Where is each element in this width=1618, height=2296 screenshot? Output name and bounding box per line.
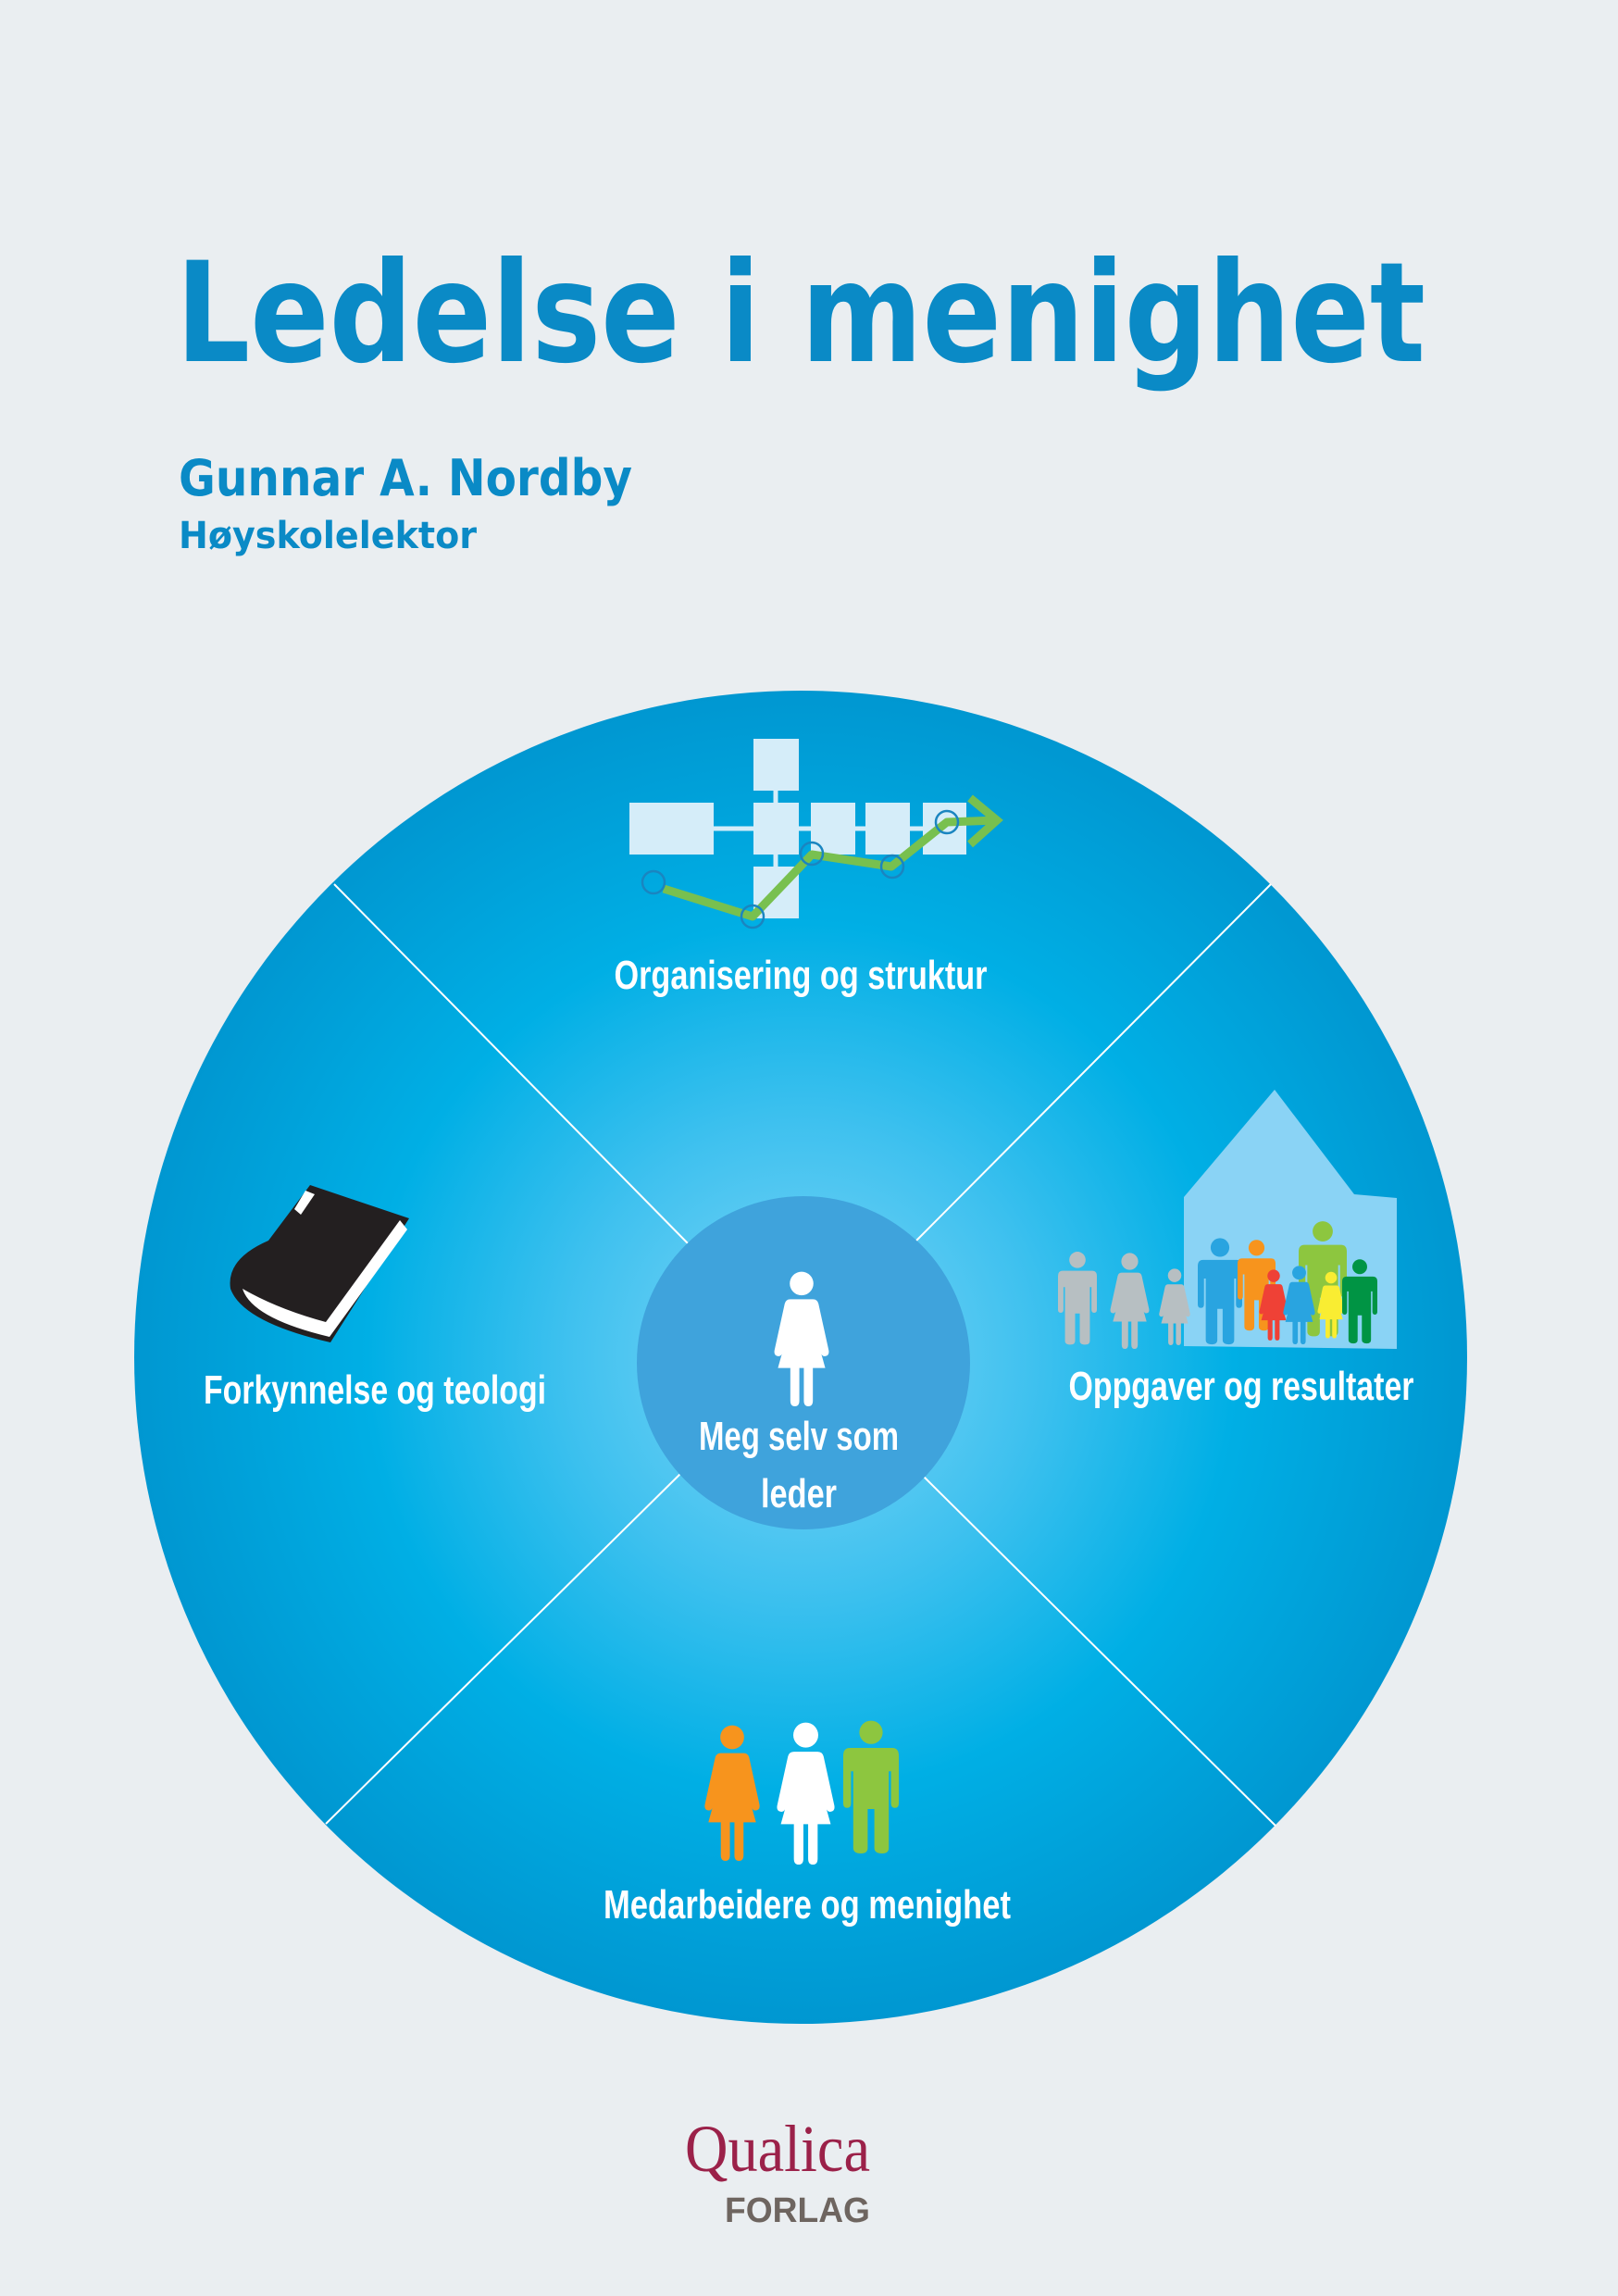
leadership-wheel: Meg selv som leder <box>134 691 1467 2024</box>
book-icon <box>230 1185 409 1342</box>
publisher-logo: Qualica FORLAG <box>685 2112 870 2230</box>
house-people-icon <box>1058 1090 1397 1349</box>
publisher-name: Qualica <box>685 2112 870 2186</box>
segment-label-top: Organisering og struktur <box>615 953 988 998</box>
segment-label-right: Oppgaver og resultater <box>1069 1364 1414 1409</box>
segment-label-bottom: Medarbeidere og menighet <box>604 1882 1011 1928</box>
wheel-dividers <box>325 883 1276 1827</box>
center-label-line1: Meg selv som <box>699 1414 899 1459</box>
author-name: Gunnar A. Nordby <box>179 449 632 507</box>
center-label-line2: leder <box>761 1471 837 1516</box>
org-chart-icon <box>629 739 1003 930</box>
segment-label-left: Forkynnelse og teologi <box>204 1367 546 1413</box>
publisher-sub: FORLAG <box>725 2191 870 2230</box>
author-role: Høyskolelektor <box>179 515 477 557</box>
book-title: Ledelse i menighet <box>176 233 1425 394</box>
